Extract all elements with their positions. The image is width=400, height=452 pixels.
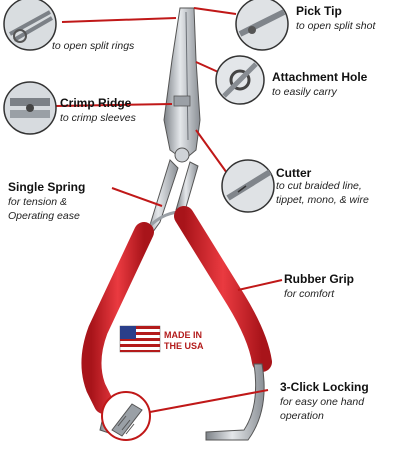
made-in-usa-line1: MADE IN: [164, 330, 202, 340]
split-ring-inset-icon: [3, 0, 57, 51]
single-spring-sub-line2: Operating ease: [8, 210, 80, 222]
three-click-locking-sub-line1: for easy one hand: [280, 396, 365, 408]
cutter-sub-line2: tippet, mono, & wire: [276, 194, 369, 206]
left-grip: [81, 222, 154, 414]
rubber-grip-sub: for comfort: [284, 288, 335, 300]
locking-inset-icon: [101, 391, 151, 441]
attachment-hole-sub: to easily carry: [272, 86, 337, 98]
cutter-sub-line1: to cut braided line,: [276, 180, 362, 192]
right-grip: [174, 206, 272, 372]
pliers-head: [163, 7, 201, 163]
three-click-locking-sub-line2: operation: [280, 410, 324, 422]
single-spring-title: Single Spring: [8, 180, 86, 194]
right-arm: [175, 161, 199, 215]
single-spring-sub-line1: for tension &: [8, 196, 67, 208]
crimp-ridge-title: Crimp Ridge: [60, 96, 132, 110]
crimp-ridge-inset-icon: [3, 81, 57, 135]
usa-flag-icon: [119, 325, 161, 353]
pick-tip-sub: to open split shot: [296, 20, 376, 32]
crimp-ridge-sub: to crimp sleeves: [60, 112, 136, 124]
split-rings-label: to open split rings: [52, 40, 135, 52]
attachment-hole-title: Attachment Hole: [272, 70, 368, 84]
pick-tip-inset-icon: [235, 0, 289, 51]
made-in-usa-line2: THE USA: [164, 341, 204, 351]
attachment-hole-inset-icon: [215, 55, 265, 105]
cutter-inset-icon: [221, 159, 275, 213]
cutter-title: Cutter: [276, 166, 312, 180]
rubber-grip-title: Rubber Grip: [284, 272, 355, 286]
three-click-locking-title: 3-Click Locking: [280, 380, 369, 394]
right-handle-hook: [205, 363, 265, 441]
pick-tip-title: Pick Tip: [296, 4, 342, 18]
